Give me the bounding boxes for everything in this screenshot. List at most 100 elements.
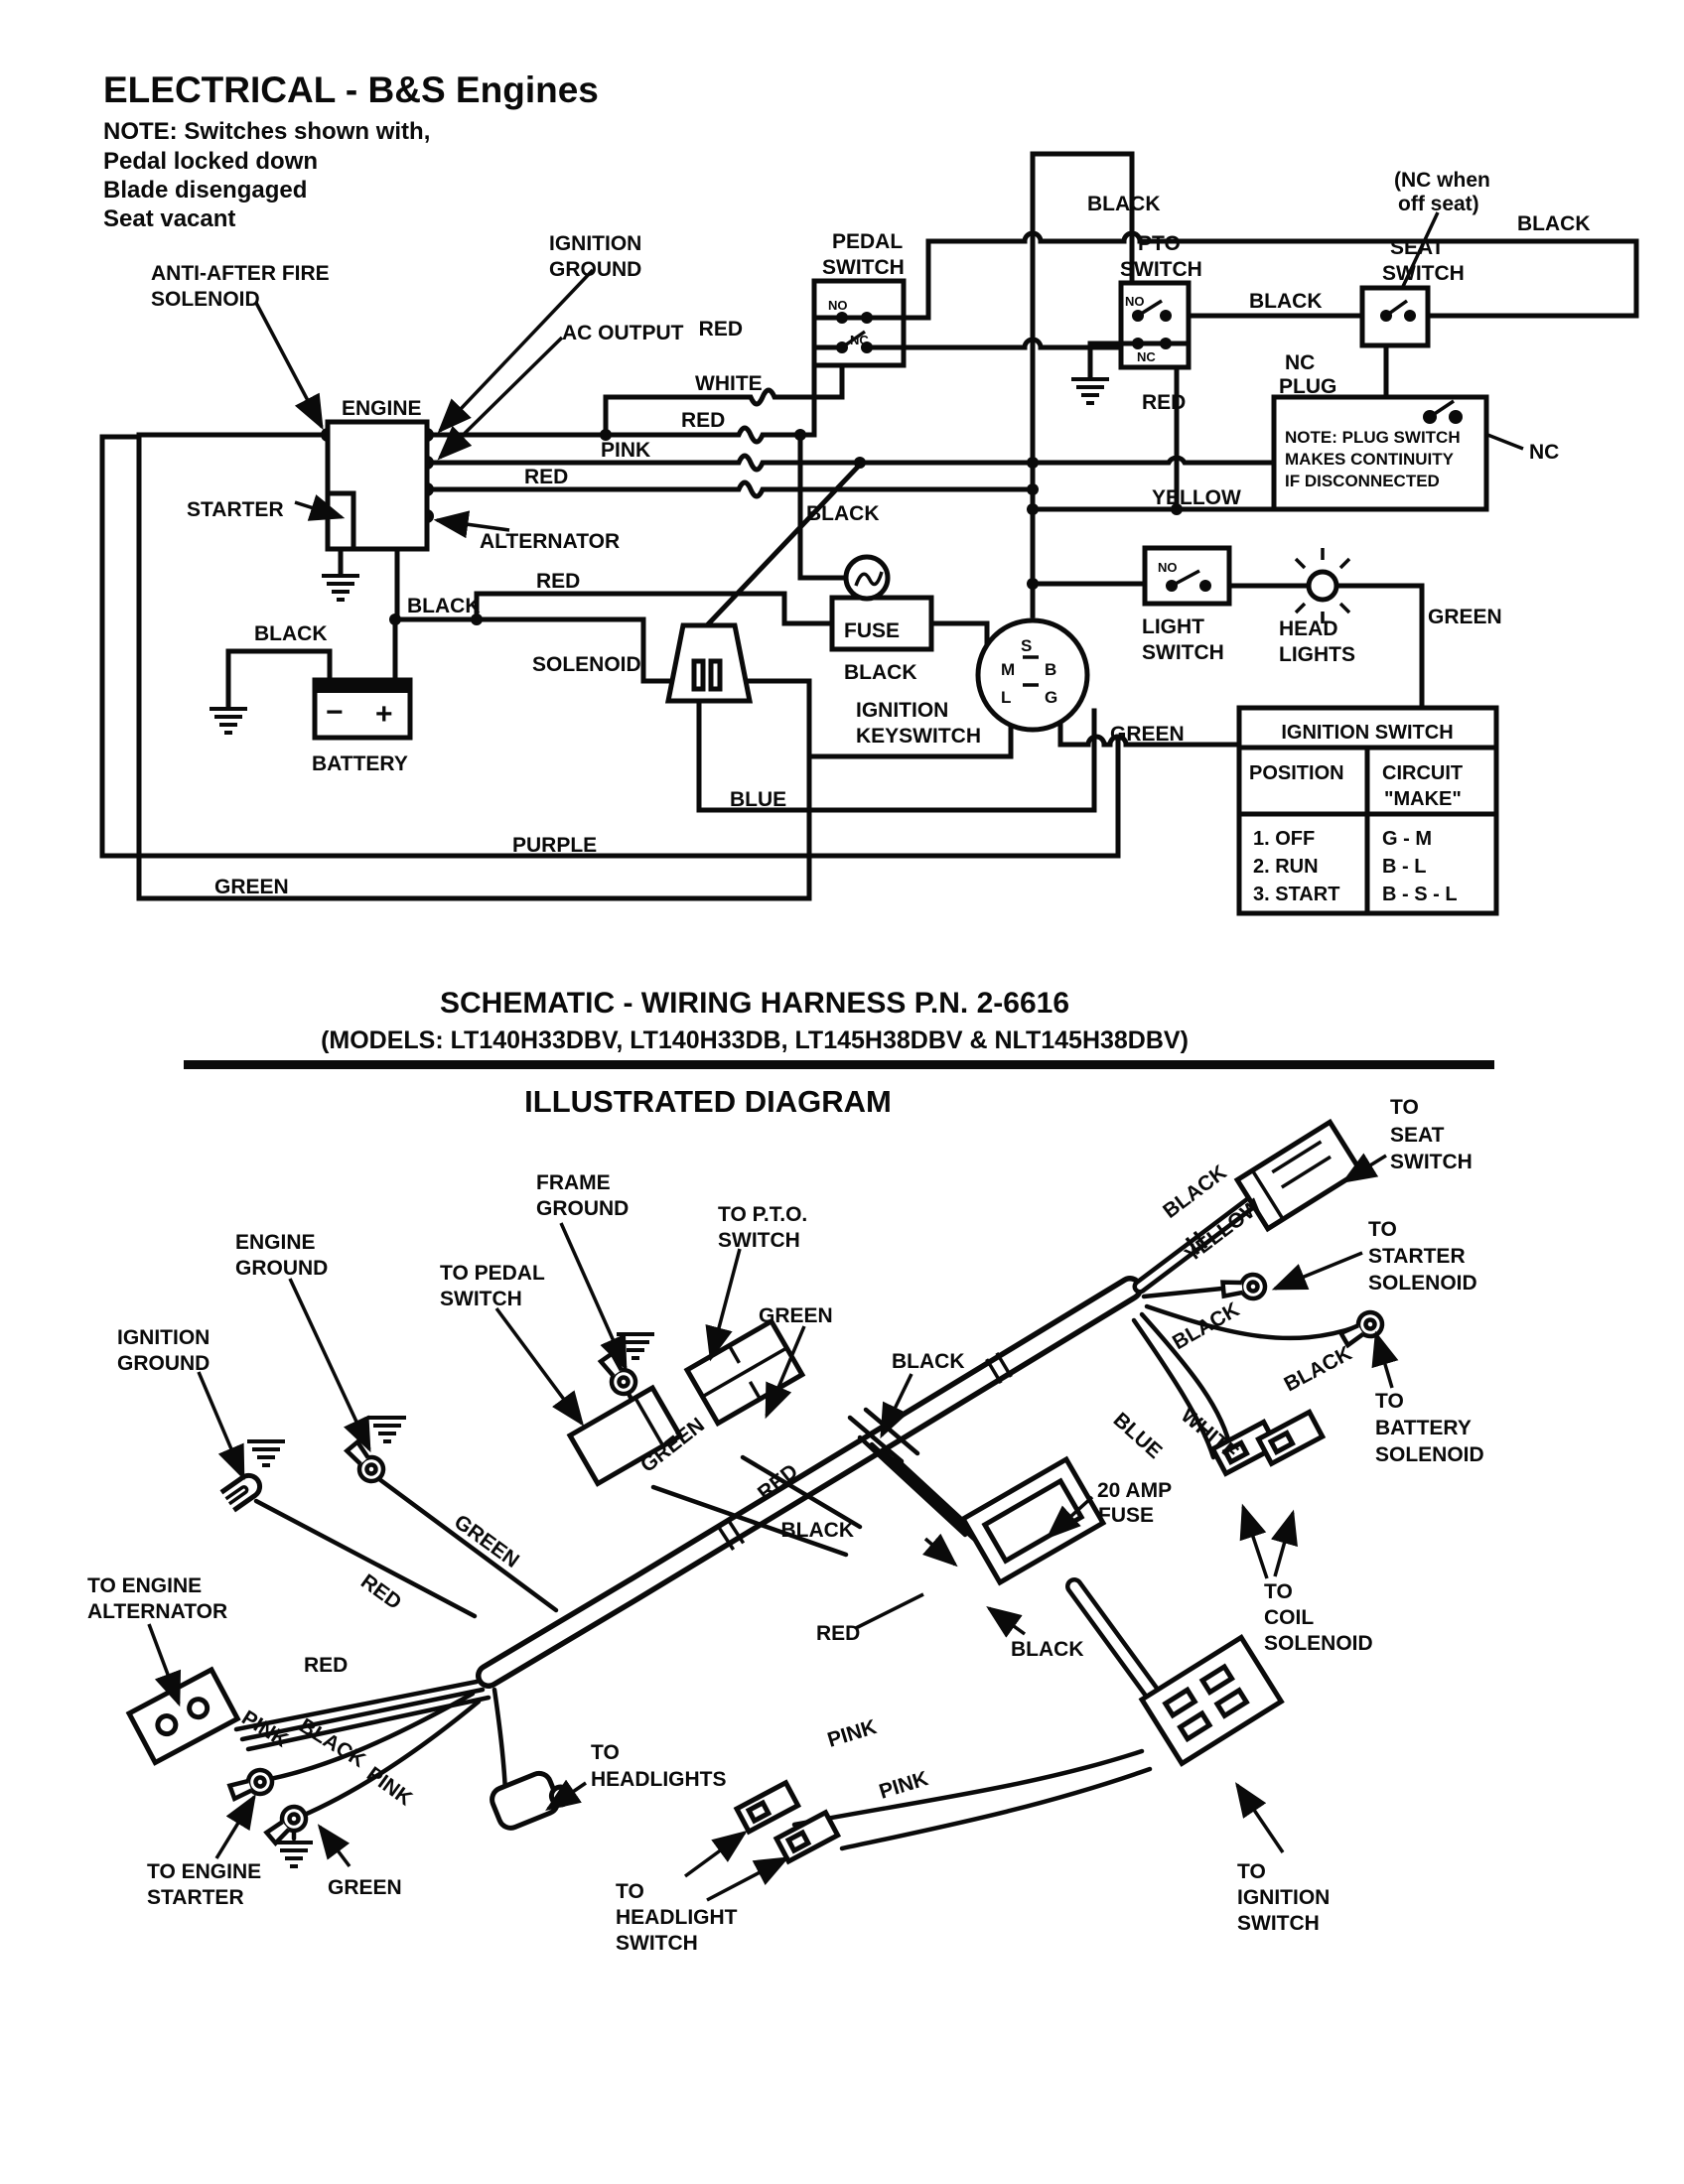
to-ignition-switch-label-1: TO (1237, 1860, 1266, 1883)
head-lights-label-2: LIGHTS (1279, 643, 1355, 666)
keyswitch-terminal-g: G (1045, 688, 1057, 707)
wire-label-pink-hl-1: PINK (825, 1715, 880, 1752)
to-engine-starter-label-2: STARTER (147, 1886, 244, 1909)
light-switch-label-2: SWITCH (1142, 641, 1224, 664)
plug-note-line-3: IF DISCONNECTED (1285, 472, 1440, 490)
to-pedal-switch-label-2: SWITCH (440, 1288, 522, 1310)
starter-sub-box (325, 490, 356, 552)
page-title: ELECTRICAL - B&S Engines (103, 69, 599, 110)
wire-label-white-ill: WHITE (1177, 1404, 1243, 1464)
wire-label-white: WHITE (695, 372, 763, 395)
table-col-circuit-2: "MAKE" (1384, 788, 1462, 810)
pto-switch-label-1: PTO (1138, 232, 1181, 255)
nc-terminal-label: NC (1529, 441, 1559, 464)
headlight-switch-terminal-2 (772, 1809, 842, 1865)
ignition-ground-label-2: GROUND (549, 258, 641, 281)
engine-ground-symbol (320, 574, 361, 602)
nc-when-off-seat-1: (NC when (1394, 169, 1490, 192)
nc-when-off-seat-2: off seat) (1398, 193, 1479, 215)
table-row1-position: 1. OFF (1253, 828, 1315, 850)
to-headlight-switch-label-3: SWITCH (616, 1932, 698, 1955)
ignition-ground-symbol-ill (245, 1439, 287, 1467)
wire-label-green-keyswitch: GREEN (1110, 723, 1185, 746)
fuse: FUSE (829, 554, 934, 652)
ignition-keyswitch: S M B L G IGNITION KEYSWITCH (856, 617, 1090, 748)
solenoid-label: SOLENOID (532, 653, 641, 676)
to-coil-solenoid-label-3: SOLENOID (1264, 1632, 1373, 1655)
ignition-ground-label-ill-2: GROUND (117, 1352, 210, 1375)
wire-label-black-seat: BLACK (1249, 290, 1323, 313)
headlight-switch-terminal-1 (733, 1779, 802, 1836)
alternator-connector (125, 1666, 241, 1766)
pto-switch: PTO SWITCH NO NC (1118, 232, 1202, 370)
anti-afterfire-solenoid: SOLENOID (532, 622, 754, 704)
keyswitch-terminal-l: L (1001, 688, 1011, 707)
headlights-lamp-icon: HEAD LIGHTS (1279, 548, 1358, 666)
to-headlights-label-2: HEADLIGHTS (591, 1768, 727, 1791)
wire-label-green-bottom: GREEN (214, 876, 289, 898)
to-starter-solenoid-label-2: STARTER (1368, 1245, 1466, 1268)
to-headlight-switch-label-1: TO (616, 1880, 644, 1903)
pto-nc-label: NC (1137, 349, 1156, 364)
wire-label-green-right: GREEN (1428, 606, 1502, 628)
pedal-switch-label-1: PEDAL (832, 230, 903, 253)
coil-solenoid-terminal-2 (1255, 1409, 1327, 1467)
wire-label-pink: PINK (601, 439, 650, 462)
seat-switch-label-1: SEAT (1390, 236, 1445, 259)
light-switch-label-1: LIGHT (1142, 615, 1204, 638)
frame-ground-symbol-ill (615, 1332, 656, 1360)
to-coil-solenoid-label-2: COIL (1264, 1606, 1314, 1629)
nc-plug-box: NC PLUG NOTE: PLUG SWITCH MAKES CONTINUI… (1271, 351, 1559, 512)
ignition-switch-table: IGNITION SWITCH POSITION CIRCUIT "MAKE" … (1236, 705, 1499, 916)
wire-label-green-starter: GREEN (328, 1876, 402, 1899)
battery-plus: + (375, 698, 393, 731)
header: ELECTRICAL - B&S Engines NOTE: Switches … (103, 69, 599, 232)
wire-label-black-topright: BLACK (1517, 212, 1591, 235)
wire-label-black-ill-2: BLACK (1169, 1298, 1243, 1355)
engine-ground-label-2: GROUND (235, 1257, 328, 1280)
pto-ground-symbol (1069, 377, 1111, 405)
plug-note-line-1: NOTE: PLUG SWITCH (1285, 428, 1461, 447)
wire-label-blue-ill: BLUE (1109, 1409, 1167, 1463)
wire-label-red-fuse-ill: RED (816, 1622, 860, 1645)
wire-label-red-pto: RED (1142, 391, 1186, 414)
note-line-3: Blade disengaged (103, 177, 307, 204)
nc-plug-label-1: NC (1285, 351, 1315, 374)
amp-fuse-label-2: FUSE (1098, 1504, 1154, 1527)
engine-label: ENGINE (342, 397, 422, 420)
battery: − + BATTERY (312, 677, 413, 775)
fuse-label: FUSE (844, 619, 900, 642)
note-line-4: Seat vacant (103, 205, 235, 232)
to-seat-switch-label-1: TO (1390, 1096, 1419, 1119)
to-seat-switch-label-3: SWITCH (1390, 1151, 1473, 1173)
wire-label-black-fuse-ill: BLACK (781, 1519, 855, 1542)
to-seat-switch-label-2: SEAT (1390, 1124, 1445, 1147)
note-line-2: Pedal locked down (103, 148, 318, 175)
pto-no-label: NO (1125, 294, 1145, 309)
wire-label-black-seatbranch: BLACK (1159, 1160, 1231, 1223)
wire-label-purple: PURPLE (512, 834, 597, 857)
anti-after-fire-label-1: ANTI-AFTER FIRE (151, 262, 330, 285)
table-row3-position: 3. START (1253, 884, 1339, 905)
keyswitch-terminal-m: M (1001, 660, 1015, 679)
keyswitch-label-2: KEYSWITCH (856, 725, 981, 748)
to-starter-solenoid-label-1: TO (1368, 1218, 1397, 1241)
to-engine-alternator-label-2: ALTERNATOR (87, 1600, 227, 1623)
frame-ground-label-2: GROUND (536, 1197, 629, 1220)
anti-after-fire-label-2: SOLENOID (151, 288, 260, 311)
seat-switch-label-2: SWITCH (1382, 262, 1465, 285)
starter-label: STARTER (187, 498, 284, 521)
table-col-circuit-1: CIRCUIT (1382, 762, 1463, 784)
wire-label-yellow: YELLOW (1152, 486, 1241, 509)
battery-label: BATTERY (312, 752, 408, 775)
to-coil-solenoid-label-1: TO (1264, 1580, 1293, 1603)
light-switch: NO LIGHT SWITCH (1142, 545, 1232, 664)
to-pto-switch-label-1: TO P.T.O. (718, 1203, 807, 1226)
engine-ground-symbol-ill (366, 1416, 408, 1443)
ignition-ground-label-ill-1: IGNITION (117, 1326, 210, 1349)
wire-label-black-ill-3: BLACK (1281, 1342, 1356, 1397)
wire-label-red-alt: RED (304, 1654, 348, 1677)
to-battery-solenoid-label-1: TO (1375, 1390, 1404, 1413)
keyswitch-terminal-b: B (1045, 660, 1056, 679)
